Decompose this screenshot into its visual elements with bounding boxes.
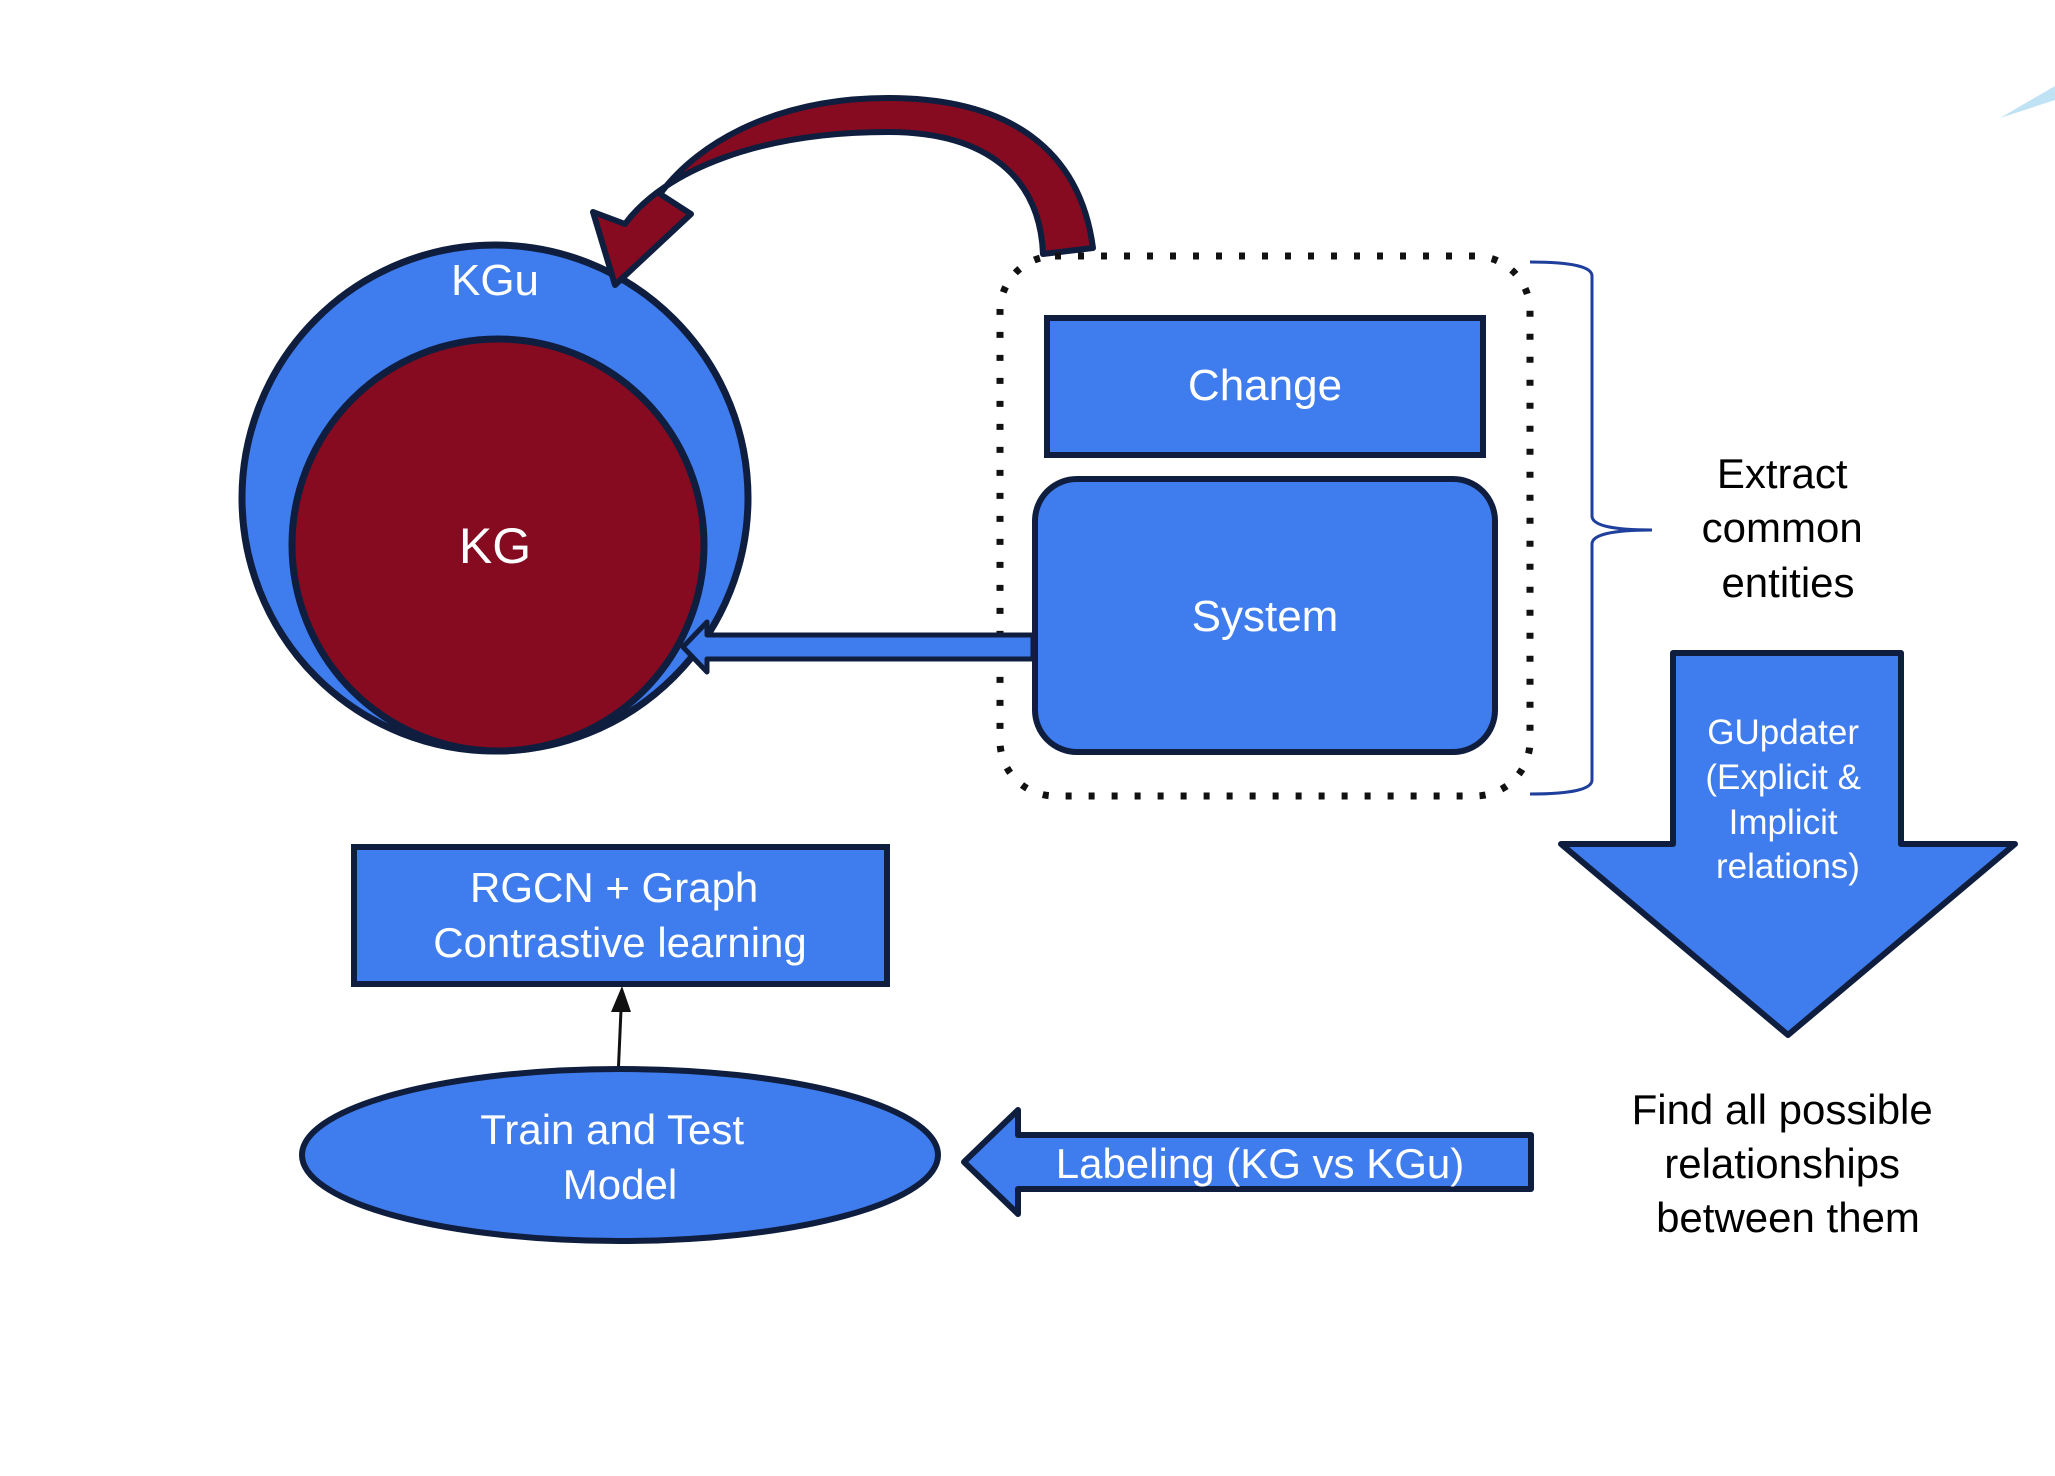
kg-label: KG	[459, 518, 531, 574]
extract-brace	[1529, 260, 1653, 796]
gupdater-line-3: Implicit	[1729, 803, 1838, 842]
find-line-1: Find all possible	[1632, 1086, 1933, 1133]
change-label: Change	[1188, 361, 1342, 410]
gupdater-down-arrow[interactable]	[1558, 650, 2018, 1038]
labeling-arrow[interactable]	[961, 1107, 1534, 1217]
labeling-label: Labeling (KG vs KGu)	[1056, 1140, 1465, 1187]
rgcn-line-2: Contrastive learning	[433, 919, 807, 966]
kg-circle[interactable]	[288, 335, 708, 755]
extract-line-2: common	[1702, 504, 1863, 551]
train-test-label: Train and Test Model	[480, 1106, 755, 1208]
train-test-model-ellipse[interactable]	[299, 1066, 941, 1244]
find-line-3: between them	[1656, 1194, 1920, 1241]
find-line-2: relationships	[1664, 1140, 1900, 1187]
gupdater-line-2: (Explicit &	[1705, 758, 1861, 797]
train-to-rgcn-arrowhead	[611, 986, 631, 1012]
rgcn-label: RGCN + Graph Contrastive learning	[433, 864, 807, 966]
change-system-group	[996, 252, 1534, 800]
change-box[interactable]	[1044, 315, 1486, 458]
system-to-kg-arrow[interactable]	[680, 619, 1036, 675]
extract-annotation: Extract common entities	[1702, 450, 1875, 606]
extract-line-1: Extract	[1717, 450, 1848, 497]
train-line-2: Model	[563, 1161, 677, 1208]
feedback-curved-arrow[interactable]	[590, 95, 1096, 288]
gupdater-line-4: relations)	[1716, 847, 1860, 886]
train-line-1: Train and Test	[480, 1106, 744, 1153]
extract-line-3: entities	[1721, 559, 1854, 606]
rgcn-box[interactable]	[351, 844, 890, 987]
kgu-label: KGu	[451, 256, 539, 305]
gupdater-annotation: GUpdater (Explicit & Implicit relations)	[1705, 713, 1870, 886]
gupdater-line-1: GUpdater	[1707, 713, 1859, 752]
rgcn-line-1: RGCN + Graph	[470, 864, 758, 911]
corner-accent	[2000, 86, 2055, 118]
find-relationships-annotation: Find all possible relationships between …	[1632, 1086, 1945, 1241]
system-box[interactable]	[1032, 476, 1498, 755]
system-label: System	[1192, 592, 1339, 641]
